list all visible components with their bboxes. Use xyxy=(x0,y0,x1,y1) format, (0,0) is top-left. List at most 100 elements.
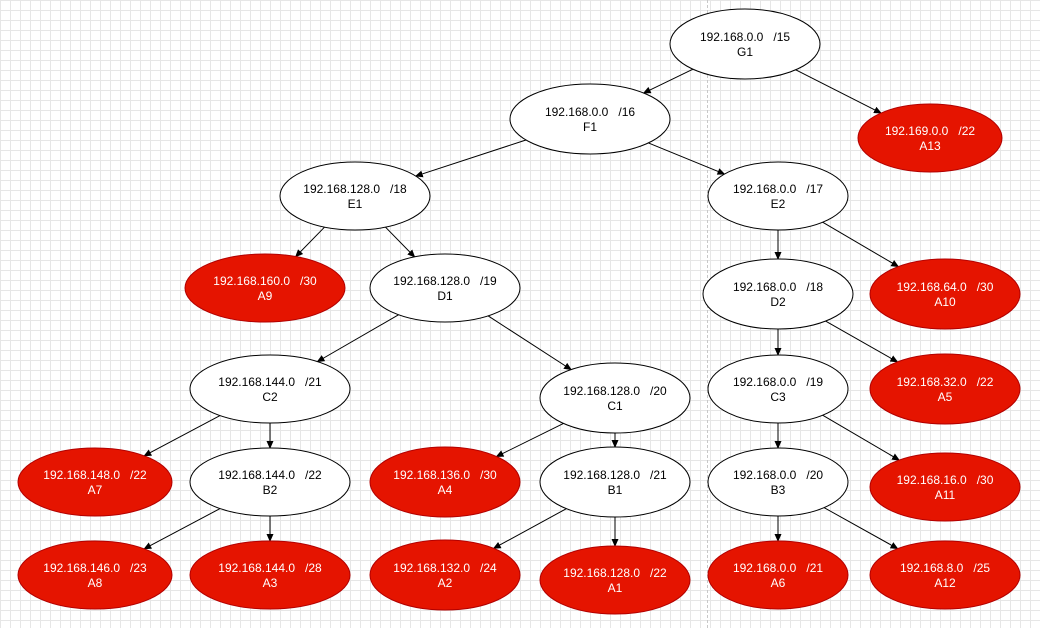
node-prefix-A10: /30 xyxy=(977,280,994,294)
node-label-A7: A7 xyxy=(88,483,103,497)
node-prefix-A7: /22 xyxy=(130,468,147,482)
node-address-A12: 192.168.8.0/25 xyxy=(900,561,990,575)
node-label-D1: D1 xyxy=(437,289,453,303)
node-address-B2: 192.168.144.0/22 xyxy=(218,468,322,482)
node-label-C2: C2 xyxy=(262,390,278,404)
node-label-A8: A8 xyxy=(88,576,103,590)
node-label-B2: B2 xyxy=(263,483,278,497)
node-prefix-A12: /25 xyxy=(973,561,990,575)
node-shape-B2 xyxy=(189,447,351,517)
node-label-E2: E2 xyxy=(771,197,786,211)
node-prefix-A2: /24 xyxy=(480,561,497,575)
node-ip-A13: 192.169.0.0 xyxy=(885,124,949,138)
node-label-A12: A12 xyxy=(934,576,956,590)
node-label-A11: A11 xyxy=(935,488,956,502)
node-ip-D2: 192.168.0.0 xyxy=(733,280,797,294)
node-shape-A10 xyxy=(869,258,1021,330)
node-prefix-C3: /19 xyxy=(806,375,823,389)
node-address-A8: 192.168.146.0/23 xyxy=(43,561,147,575)
node-prefix-C2: /21 xyxy=(305,375,322,389)
node-address-A13: 192.169.0.0/22 xyxy=(885,124,975,138)
node-label-B1: B1 xyxy=(608,483,623,497)
edge-G1-to-A13 xyxy=(795,69,882,114)
edge-C2-to-A7 xyxy=(143,415,221,457)
node-label-A9: A9 xyxy=(258,289,273,303)
node-label-D2: D2 xyxy=(770,295,786,309)
node-ip-E1: 192.168.128.0 xyxy=(303,182,380,196)
node-shape-C2 xyxy=(189,354,351,424)
node-ip-A7: 192.168.148.0 xyxy=(43,468,120,482)
node-prefix-A1: /22 xyxy=(650,566,667,580)
node-ip-A3: 192.168.144.0 xyxy=(218,561,295,575)
node-label-A10: A10 xyxy=(934,295,956,309)
edge-D1-to-C1 xyxy=(487,315,572,371)
node-label-A2: A2 xyxy=(438,576,453,590)
node-label-B3: B3 xyxy=(771,483,786,497)
node-ip-A12: 192.168.8.0 xyxy=(900,561,964,575)
node-label-C1: C1 xyxy=(607,399,623,413)
edge-E1-to-A9 xyxy=(295,226,325,258)
node-shape-E2 xyxy=(707,161,849,231)
edge-E1-to-D1 xyxy=(385,226,416,258)
node-shape-B3 xyxy=(707,447,849,517)
edge-F1-to-E2 xyxy=(648,142,726,175)
node-label-G1: G1 xyxy=(737,45,753,59)
node-prefix-E2: /17 xyxy=(806,182,823,196)
edge-C1-to-A4 xyxy=(495,422,564,458)
node-address-A6: 192.168.0.0/21 xyxy=(733,561,823,575)
node-label-A3: A3 xyxy=(263,576,278,590)
node-ip-A10: 192.168.64.0 xyxy=(897,280,967,294)
node-address-A7: 192.168.148.0/22 xyxy=(43,468,147,482)
node-prefix-E1: /18 xyxy=(390,182,407,196)
node-shape-A9 xyxy=(184,253,346,323)
node-shape-E1 xyxy=(279,161,431,231)
node-shape-C1 xyxy=(539,362,691,434)
node-ip-C1: 192.168.128.0 xyxy=(563,384,640,398)
node-shape-D2 xyxy=(702,258,854,330)
edge-F1-to-E1 xyxy=(414,139,527,178)
node-shape-A11 xyxy=(869,452,1021,522)
node-address-D1: 192.168.128.0/19 xyxy=(393,274,497,288)
node-shape-A4 xyxy=(369,446,521,518)
node-address-A3: 192.168.144.0/28 xyxy=(218,561,322,575)
node-address-A9: 192.168.160.0/30 xyxy=(213,274,317,288)
node-ip-A2: 192.168.132.0 xyxy=(393,561,470,575)
node-address-C3: 192.168.0.0/19 xyxy=(733,375,823,389)
node-prefix-F1: /16 xyxy=(618,105,635,119)
node-ip-B1: 192.168.128.0 xyxy=(563,468,640,482)
node-shape-G1 xyxy=(669,8,821,80)
node-prefix-A9: /30 xyxy=(300,274,317,288)
node-prefix-D2: /18 xyxy=(806,280,823,294)
node-address-C2: 192.168.144.0/21 xyxy=(218,375,322,389)
node-address-E1: 192.168.128.0/18 xyxy=(303,182,407,196)
node-ip-B3: 192.168.0.0 xyxy=(733,468,797,482)
node-prefix-B3: /20 xyxy=(806,468,823,482)
node-shape-D1 xyxy=(369,253,521,323)
node-label-A13: A13 xyxy=(919,139,941,153)
node-ip-A9: 192.168.160.0 xyxy=(213,274,290,288)
node-prefix-C1: /20 xyxy=(650,384,667,398)
node-label-F1: F1 xyxy=(583,120,597,134)
node-ip-F1: 192.168.0.0 xyxy=(545,105,609,119)
node-shape-A13 xyxy=(857,103,1003,173)
node-label-E1: E1 xyxy=(348,197,363,211)
